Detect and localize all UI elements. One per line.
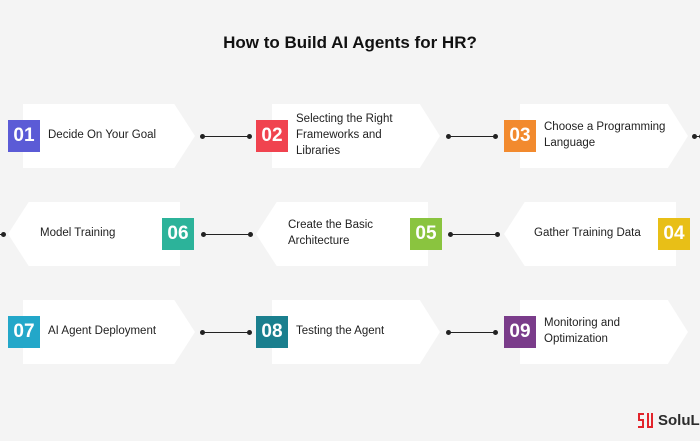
step-card [272, 104, 440, 168]
connector-arrow [201, 232, 253, 237]
step-card [23, 300, 195, 364]
step-number-badge: 03 [504, 120, 536, 152]
diagram-title: How to Build AI Agents for HR? [223, 33, 477, 52]
step-card [272, 300, 440, 364]
step-02: Selecting the Right Frameworks and Libra… [272, 104, 440, 168]
step-label: AI Agent Deployment [48, 325, 157, 338]
step-card [23, 104, 195, 168]
step-number-badge: 04 [658, 218, 690, 250]
brand-logo: SoluL [638, 412, 700, 429]
step-label: Testing the Agent [296, 325, 385, 338]
step-label: Selecting the Right Frameworks and Libra… [296, 113, 393, 157]
step-05: Create the Basic Architecture [256, 202, 428, 266]
connector-arrow [200, 134, 252, 139]
connector-arrow [0, 232, 6, 237]
step-card [504, 202, 676, 266]
step-card [520, 300, 688, 364]
step-01: Decide On Your Goal [23, 104, 195, 168]
step-07: AI Agent Deployment [23, 300, 195, 364]
step-08: Testing the Agent [272, 300, 440, 364]
step-number-badge: 08 [256, 316, 288, 348]
step-number-badge: 06 [162, 218, 194, 250]
step-label: Choose a Programming Language [544, 121, 666, 149]
brand-logo-text: SoluL [658, 412, 700, 429]
step-card [8, 202, 180, 266]
step-label: Monitoring and Optimization [544, 317, 621, 345]
step-number-badge: 07 [8, 316, 40, 348]
step-number-badge: 02 [256, 120, 288, 152]
step-09: Monitoring and Optimization [520, 300, 688, 364]
step-card [520, 104, 688, 168]
step-04: Gather Training Data [504, 202, 676, 266]
connector-arrow [200, 330, 252, 335]
connector-arrow [446, 330, 498, 335]
connector-arrow [446, 134, 498, 139]
connector-arrow [692, 134, 700, 139]
step-number-badge: 09 [504, 316, 536, 348]
step-label: Model Training [40, 227, 116, 240]
step-03: Choose a Programming Language [520, 104, 688, 168]
step-06: Model Training [8, 202, 180, 266]
solulab-logo-icon [638, 413, 653, 428]
step-label: Decide On Your Goal [48, 129, 157, 142]
step-label: Gather Training Data [534, 227, 641, 240]
step-number-badge: 05 [410, 218, 442, 250]
step-card [256, 202, 428, 266]
connector-arrow [448, 232, 500, 237]
step-label: Create the Basic Architecture [288, 219, 374, 247]
step-number-badge: 01 [8, 120, 40, 152]
